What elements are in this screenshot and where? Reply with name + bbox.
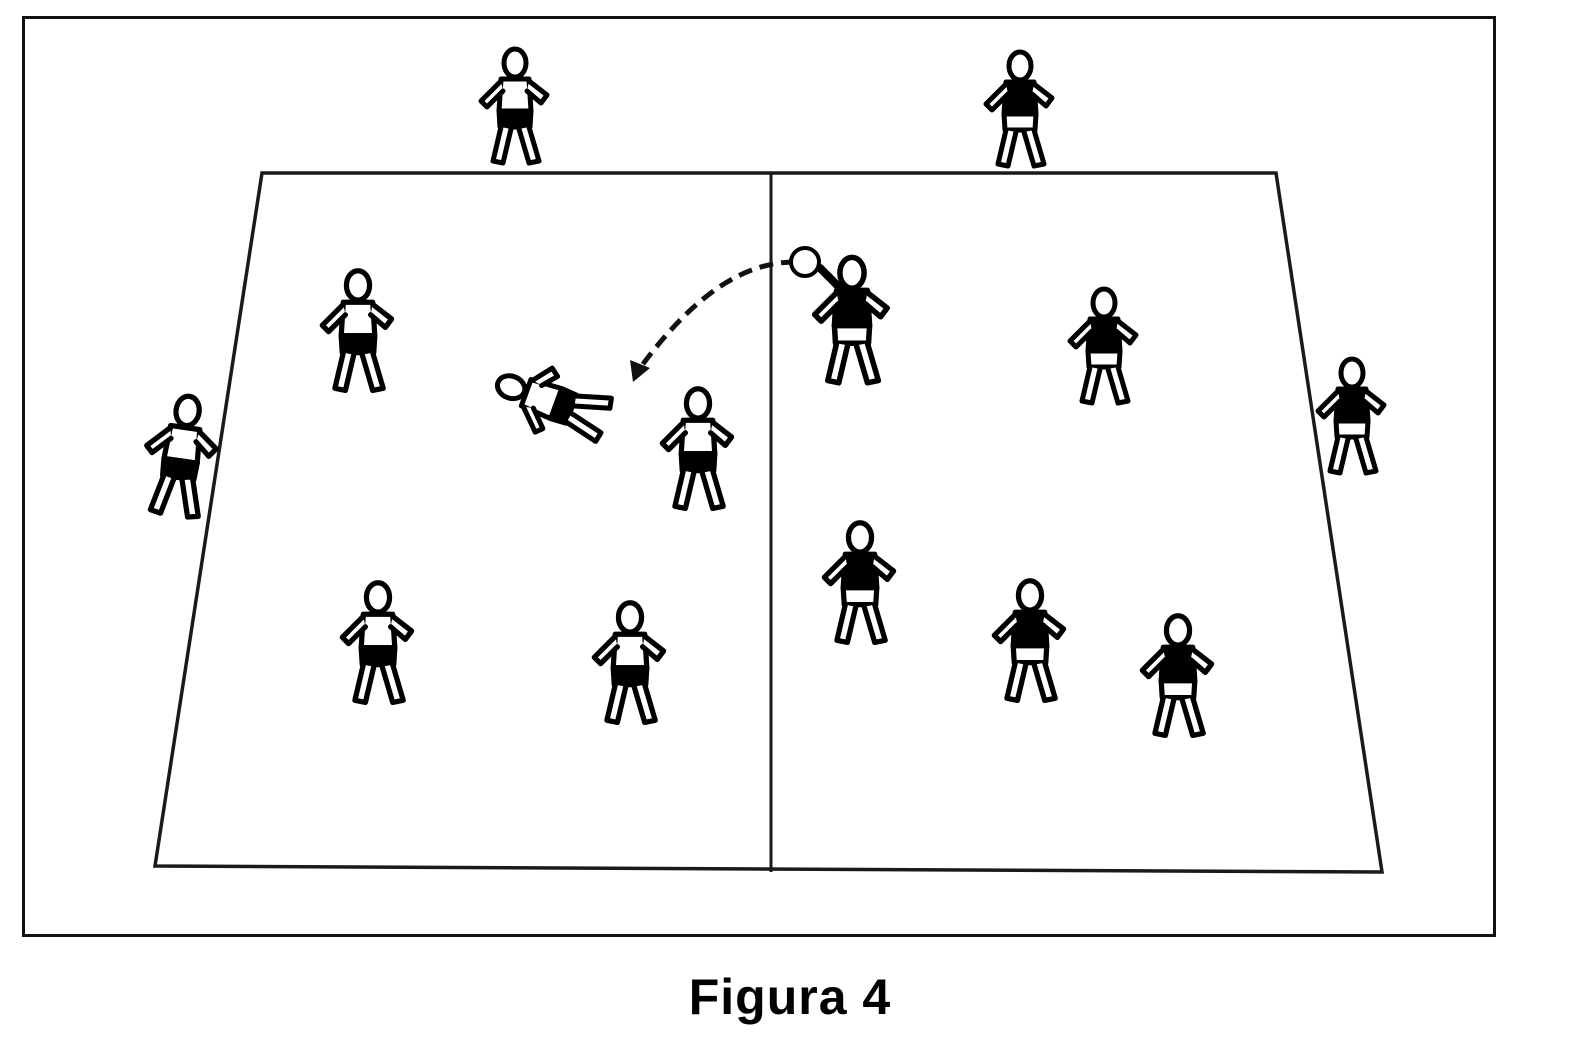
player-outside-top-right xyxy=(983,49,1055,169)
player-right-2 xyxy=(821,520,897,646)
player-left-1 xyxy=(319,268,395,394)
player-side-left xyxy=(144,393,219,520)
player-right-3 xyxy=(991,578,1067,704)
figure-caption: Figura 4 xyxy=(688,969,892,1025)
player-left-diving xyxy=(494,365,614,444)
player-right-1 xyxy=(1067,286,1139,406)
thrower-arm xyxy=(816,264,846,294)
court-outline xyxy=(152,171,1385,874)
player-right-4 xyxy=(1139,613,1215,739)
ball-icon xyxy=(789,246,821,278)
player-left-2 xyxy=(659,386,735,512)
player-left-3 xyxy=(339,580,415,706)
player-right-thrower xyxy=(811,254,890,386)
player-left-4 xyxy=(591,600,667,726)
figure-frame xyxy=(22,16,1496,937)
ball-trajectory-arrow xyxy=(637,259,796,370)
player-outside-top-left xyxy=(478,46,550,166)
arrow-head-icon xyxy=(630,360,650,382)
player-side-right xyxy=(1315,356,1387,476)
